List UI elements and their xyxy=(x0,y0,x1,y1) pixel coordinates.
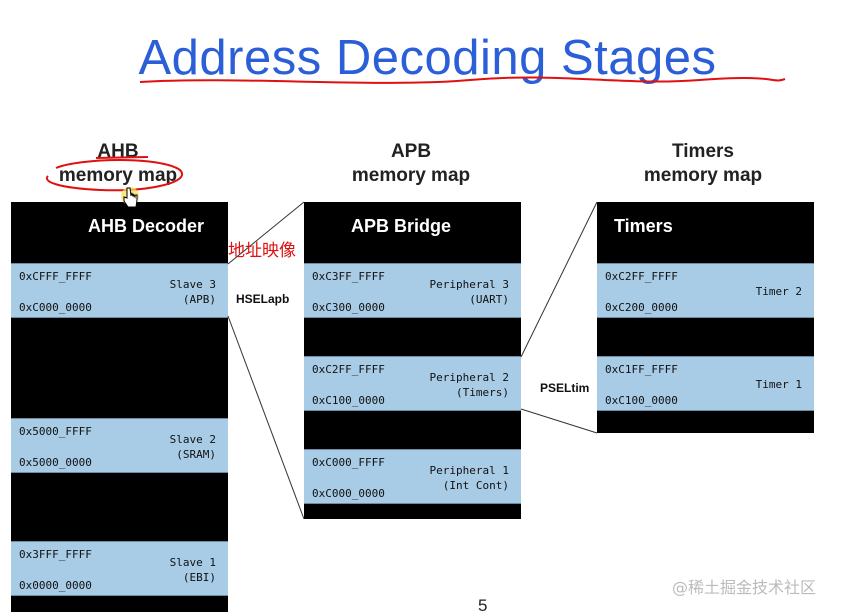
apb-p3-addr-high: 0xC3FF_FFFF xyxy=(312,270,385,283)
apb-region-peripheral3: 0xC3FF_FFFF 0xC300_0000 Peripheral 3 (UA… xyxy=(304,263,521,318)
timers-block-title: Timers xyxy=(614,216,673,236)
timers-region-timer1: 0xC1FF_FFFF 0xC100_0000 Timer 1 xyxy=(597,356,814,411)
ahb-region-slave2: 0x5000_FFFF 0x5000_0000 Slave 2 (SRAM) xyxy=(11,418,228,473)
timers-header-line1: Timers xyxy=(672,141,734,162)
ahb-slave1-addr-low: 0x0000_0000 xyxy=(19,579,92,592)
apb-p2-sub: (Timers) xyxy=(456,386,509,399)
timers-header-line2: memory map xyxy=(643,165,763,186)
apb-p3-sub: (UART) xyxy=(469,293,509,306)
apb-to-timers-line-top xyxy=(520,201,598,358)
address-mapping-annotation: 地址映像 xyxy=(228,241,296,261)
page-title: Address Decoding Stages xyxy=(138,31,717,85)
apb-region-peripheral2: 0xC2FF_FFFF 0xC100_0000 Peripheral 2 (Ti… xyxy=(304,356,521,411)
apb-p2-addr-low: 0xC100_0000 xyxy=(312,394,385,407)
ahb-to-apb-line-top xyxy=(227,201,305,265)
apb-p1-name: Peripheral 1 xyxy=(429,464,509,477)
ahb-slave1-name: Slave 1 xyxy=(169,556,216,569)
ahb-slave2-name: Slave 2 xyxy=(169,433,216,446)
watermark: @稀土掘金技术社区 xyxy=(672,578,817,597)
ahb-decoder-block: AHB Decoder 0xCFFF_FFFF 0xC000_0000 Slav… xyxy=(11,202,228,612)
apb-to-timers-line-bottom xyxy=(520,408,598,434)
timer2-addr-low: 0xC200_0000 xyxy=(605,301,678,314)
timer1-addr-high: 0xC1FF_FFFF xyxy=(605,363,678,376)
ahb-slave2-addr-low: 0x5000_0000 xyxy=(19,456,92,469)
apb-header-line2: memory map xyxy=(351,165,471,186)
timer1-name: Timer 1 xyxy=(755,378,802,391)
timer1-addr-low: 0xC100_0000 xyxy=(605,394,678,407)
apb-bridge-block: APB Bridge 0xC3FF_FFFF 0xC300_0000 Perip… xyxy=(304,202,521,519)
timers-region-timer2: 0xC2FF_FFFF 0xC200_0000 Timer 2 xyxy=(597,263,814,318)
ahb-slave1-sub: (EBI) xyxy=(182,571,216,584)
apb-p1-addr-high: 0xC000_FFFF xyxy=(312,456,385,469)
page-number: 5 xyxy=(478,596,488,615)
apb-p2-name: Peripheral 2 xyxy=(429,371,509,384)
pseltim-signal-label: PSELtim xyxy=(540,381,590,395)
apb-header-line1: APB xyxy=(390,141,432,162)
ahb-underline-mark xyxy=(95,156,149,159)
hselapb-signal-label: HSELapb xyxy=(236,292,290,306)
ahb-to-apb-line-bottom xyxy=(227,315,305,520)
timers-block: Timers 0xC2FF_FFFF 0xC200_0000 Timer 2 0… xyxy=(597,202,814,433)
timers-memory-map-header: Timers memory map xyxy=(613,140,793,188)
apb-p3-name: Peripheral 3 xyxy=(429,278,509,291)
apb-p3-addr-low: 0xC300_0000 xyxy=(312,301,385,314)
ahb-region-slave3: 0xCFFF_FFFF 0xC000_0000 Slave 3 (APB) xyxy=(11,263,228,318)
ahb-region-slave1: 0x3FFF_FFFF 0x0000_0000 Slave 1 (EBI) xyxy=(11,541,228,596)
title-underline-mark xyxy=(139,76,786,84)
apb-p1-sub: (Int Cont) xyxy=(442,479,509,492)
apb-memory-map-header: APB memory map xyxy=(321,140,501,188)
memory-map-circle-mark xyxy=(45,159,183,192)
timer2-addr-high: 0xC2FF_FFFF xyxy=(605,270,678,283)
ahb-slave3-sub: (APB) xyxy=(182,293,216,306)
apb-region-peripheral1: 0xC000_FFFF 0xC000_0000 Peripheral 1 (In… xyxy=(304,449,521,504)
hand-pointer-icon xyxy=(121,187,139,208)
ahb-header-line2: memory map xyxy=(58,165,178,186)
ahb-block-title: AHB Decoder xyxy=(88,216,205,236)
ahb-slave3-addr-low: 0xC000_0000 xyxy=(19,301,92,314)
ahb-slave1-addr-high: 0x3FFF_FFFF xyxy=(19,548,92,561)
timer2-name: Timer 2 xyxy=(755,285,802,298)
ahb-slave2-sub: (SRAM) xyxy=(176,448,216,461)
apb-block-title: APB Bridge xyxy=(351,216,452,236)
apb-p2-addr-high: 0xC2FF_FFFF xyxy=(312,363,385,376)
ahb-slave3-name: Slave 3 xyxy=(169,278,216,291)
apb-p1-addr-low: 0xC000_0000 xyxy=(312,487,385,500)
ahb-slave2-addr-high: 0x5000_FFFF xyxy=(19,425,92,438)
ahb-slave3-addr-high: 0xCFFF_FFFF xyxy=(19,270,92,283)
